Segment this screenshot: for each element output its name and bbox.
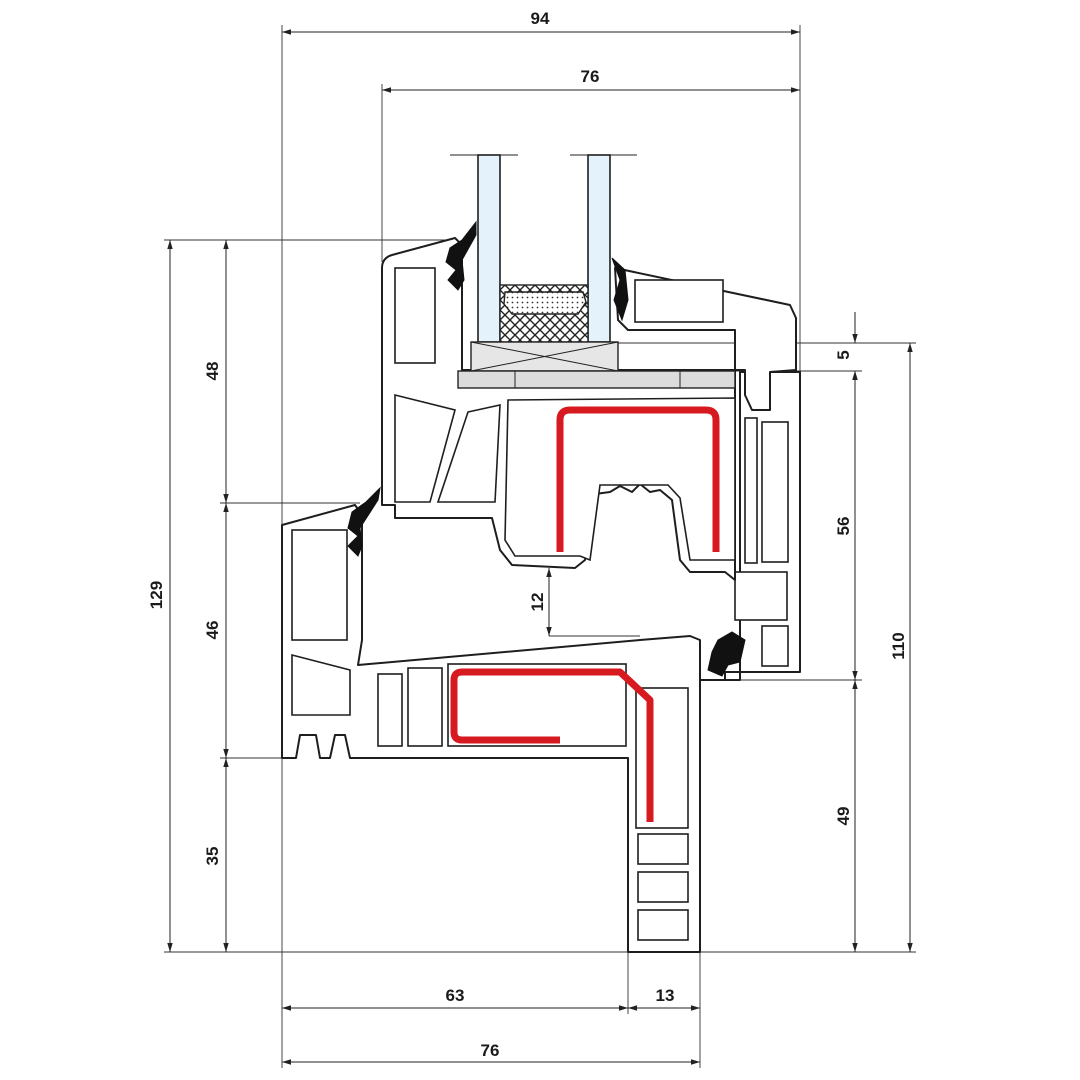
dim-bottom-left: 63 <box>446 986 465 1005</box>
dim-left-total: 129 <box>147 581 166 609</box>
dim-left-upper: 48 <box>203 362 222 381</box>
dim-right-small: 5 <box>834 350 853 359</box>
dimension-labels: 94 76 129 48 46 35 5 56 110 49 12 63 13 … <box>147 9 908 1060</box>
glazing-unit <box>450 154 736 389</box>
dim-right-total: 110 <box>889 632 908 659</box>
dim-top-sash: 76 <box>581 67 600 86</box>
glass-pane-inner <box>587 154 611 343</box>
dim-bottom-right: 13 <box>656 986 675 1005</box>
dim-bottom-overall: 76 <box>481 1041 500 1060</box>
dim-center-gap: 12 <box>528 593 547 612</box>
frame-steel-reinforcement <box>450 668 654 822</box>
glass-pane-outer <box>477 154 501 343</box>
dimension-lines <box>167 29 913 1065</box>
dim-left-lower: 35 <box>203 847 222 866</box>
frame-profile <box>281 371 801 953</box>
dim-left-middle: 46 <box>203 621 222 640</box>
spacer-bar <box>503 291 587 315</box>
sash-steel-reinforcement <box>556 406 720 552</box>
dim-top-overall: 94 <box>531 9 550 28</box>
gaskets <box>347 220 746 677</box>
glazing-bridge <box>457 370 736 389</box>
dim-right-lower: 49 <box>834 807 853 826</box>
dim-right-upper: 56 <box>834 517 853 536</box>
